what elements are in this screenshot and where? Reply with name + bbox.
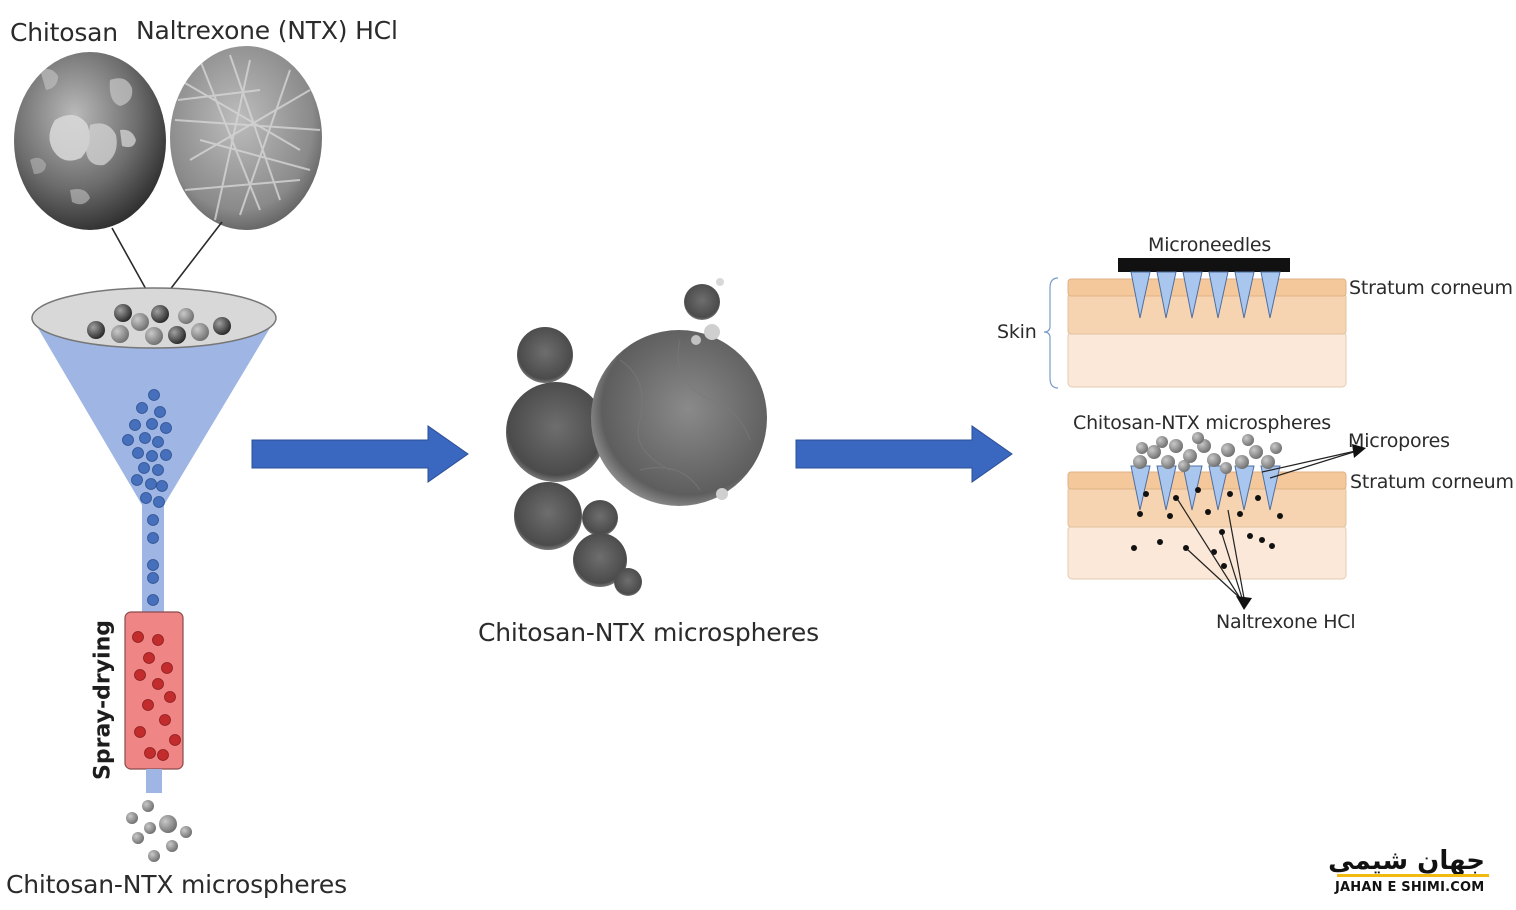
naltrexone-sem-image: [170, 46, 322, 230]
process-arrow-2: [795, 425, 1013, 483]
naltrexone-hcl-label: Naltrexone HCl: [1216, 611, 1356, 633]
jahan-shimi-logo: جهان شیمی JAHAN E SHIMI.COM: [1328, 846, 1491, 896]
microspheres-right-label: Chitosan-NTX microspheres: [1073, 412, 1331, 434]
microspheres-center-label: Chitosan-NTX microspheres: [478, 618, 819, 647]
spray-drying-label: Spray-drying: [90, 620, 116, 780]
microspheres-sem-cluster: [506, 278, 767, 596]
microneedles-label: Microneedles: [1148, 234, 1272, 256]
funnel-particles: [122, 389, 172, 606]
skin-diagram-top: [1043, 258, 1347, 389]
chitosan-label: Chitosan: [10, 18, 118, 47]
logo-persian-text: جهان شیمی: [1328, 846, 1485, 876]
output-microspheres: [126, 800, 192, 862]
spray-drying-chamber: [124, 611, 184, 793]
chitosan-sem-image: [14, 52, 166, 230]
micropores-label: Micropores: [1348, 430, 1450, 452]
rim-particles: [87, 304, 231, 345]
microspheres-bottom-label: Chitosan-NTX microspheres: [6, 870, 347, 899]
skin-label: Skin: [997, 321, 1037, 343]
process-arrow-1: [251, 425, 469, 483]
stratum-corneum-bottom-label: Stratum corneum: [1350, 471, 1514, 493]
skin-diagram-bottom: [1067, 432, 1366, 610]
logo-underline: [1337, 874, 1489, 877]
ntx-hcl-label: Naltrexone (NTX) HCl: [136, 16, 398, 45]
stratum-corneum-top-label: Stratum corneum: [1349, 277, 1513, 299]
logo-latin-text: JAHAN E SHIMI.COM: [1335, 880, 1485, 895]
